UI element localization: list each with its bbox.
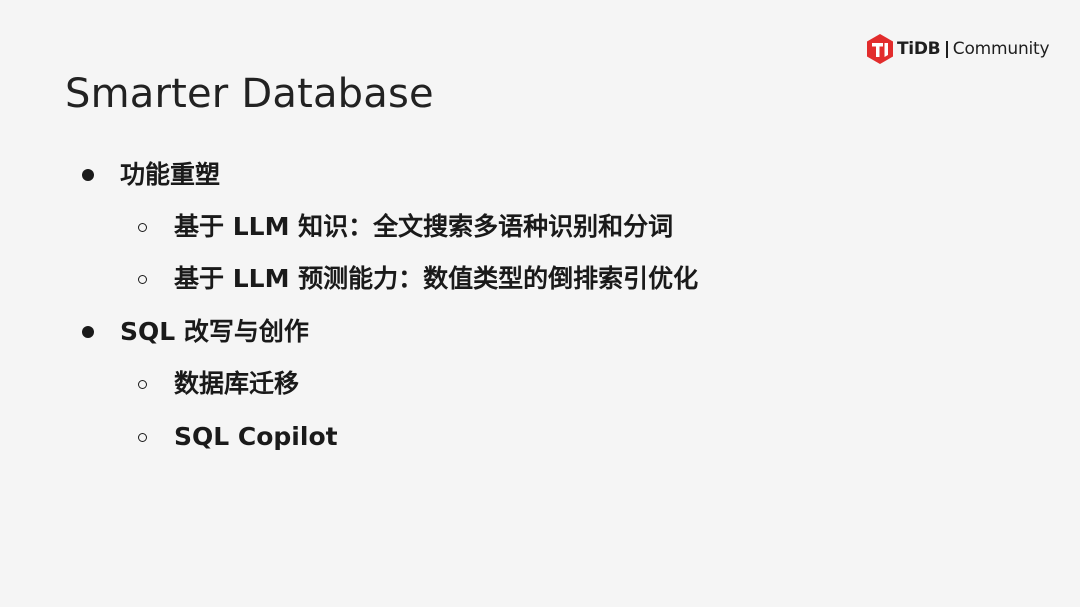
- logo-separator: [946, 40, 948, 58]
- tidb-logo-icon: [867, 34, 893, 64]
- bullet-item-1: 功能重塑: [120, 160, 221, 189]
- filled-bullet-icon: [82, 169, 94, 181]
- bullet-marker-hollow: [136, 367, 148, 401]
- hollow-bullet-icon: [137, 432, 147, 442]
- bullet-item-2: SQL 改写与创作: [120, 317, 309, 346]
- hollow-bullet-icon: [137, 274, 147, 284]
- bullet-marker-hollow: [136, 262, 148, 296]
- bullet-marker-filled: [81, 158, 95, 192]
- hollow-bullet-icon: [137, 222, 147, 232]
- sub-bullet-item-1-1: 基于 LLM 知识：全文搜索多语种识别和分词: [174, 212, 674, 241]
- sub-bullet-item-1-2: 基于 LLM 预测能力：数值类型的倒排索引优化: [174, 264, 699, 293]
- tidb-community-logo: TiDB Community: [867, 34, 1050, 64]
- bullet-marker-hollow: [136, 420, 148, 454]
- bullet-marker-hollow: [136, 210, 148, 244]
- filled-bullet-icon: [82, 326, 94, 338]
- sub-bullet-item-2-1: 数据库迁移: [174, 369, 300, 398]
- sub-bullet-item-2-2: SQL Copilot: [174, 422, 338, 451]
- slide-title: Smarter Database: [65, 71, 434, 117]
- hollow-bullet-icon: [137, 379, 147, 389]
- bullet-marker-filled: [81, 315, 95, 349]
- logo-community-text: Community: [952, 39, 1050, 59]
- logo-brand-text: TiDB: [897, 39, 941, 59]
